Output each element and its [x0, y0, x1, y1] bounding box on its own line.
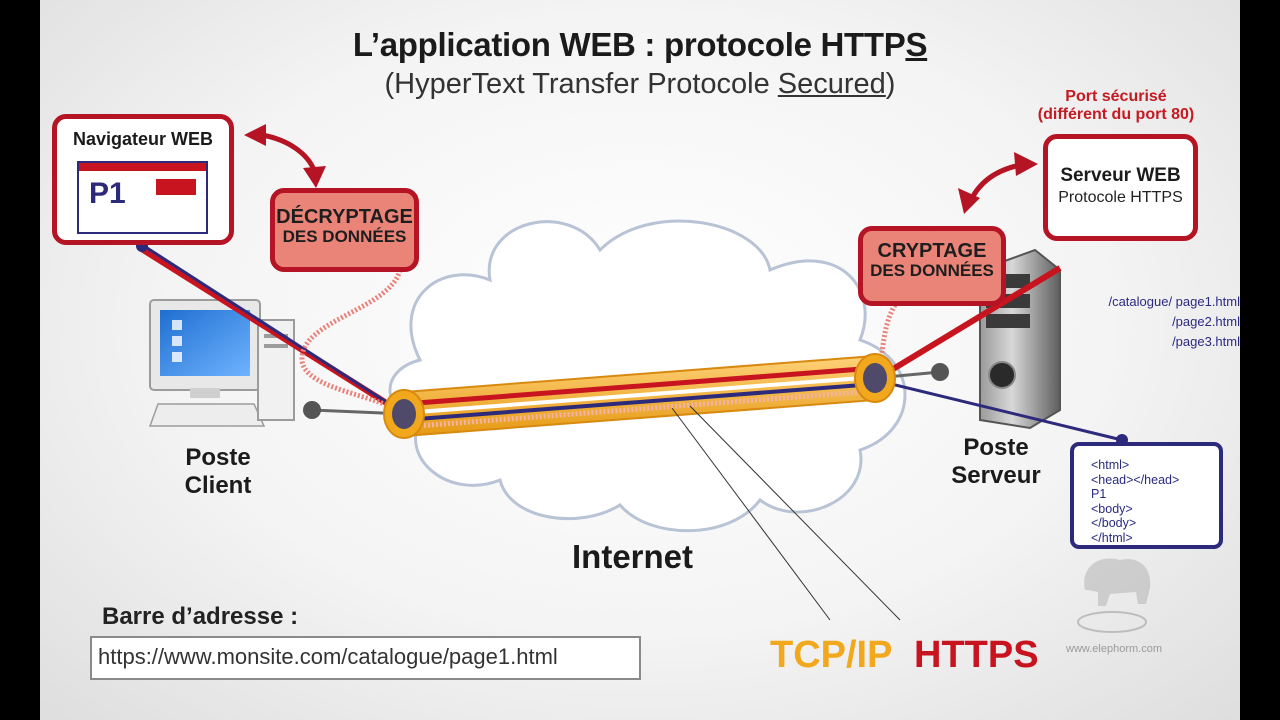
client-node-label-line1: Poste: [185, 444, 251, 471]
diagram-canvas: [136, 124, 1151, 633]
browser-bubble: Navigateur WEB P1: [52, 114, 234, 245]
decrypt-label-line2: DES DONNÉES: [282, 227, 407, 246]
browser-window-icon: P1: [77, 161, 208, 234]
html-source-line: <body>: [1091, 501, 1133, 516]
html-source-box: <html> <head></head> P1 <body> </body> <…: [1070, 442, 1223, 549]
address-bar-field: https://www.monsite.com/catalogue/page1.…: [90, 636, 641, 680]
server-file-path: /catalogue/ page1.html: [1108, 294, 1240, 309]
html-source-line: <head></head>: [1091, 472, 1180, 487]
subtitle-underlined-word: Secured: [777, 68, 886, 100]
browser-label: Navigateur WEB: [72, 129, 214, 149]
elephorm-logo: [1077, 558, 1151, 633]
client-exchange-arrow: [244, 124, 326, 188]
browser-titlebar: [79, 163, 206, 171]
page-title: L’application WEB : protocole HTTPS: [40, 26, 1240, 64]
port-label: Port sécurisé (différent du port 80): [1006, 88, 1226, 125]
server-node-label-line2: Serveur: [951, 462, 1041, 489]
server-link-red: [873, 265, 1062, 383]
port-label-line1: Port sécurisé: [1065, 88, 1167, 105]
secure-tunnel: [383, 353, 896, 439]
decrypt-label-line1: DÉCRYPTAGE: [276, 206, 413, 228]
crypt-bubble: CRYPTAGE DES DONNÉES: [858, 226, 1006, 306]
crypt-connector: [872, 303, 898, 380]
server-exchange-arrow: [958, 152, 1038, 214]
slide: L’application WEB : protocole HTTPS (Hyp…: [40, 0, 1240, 720]
title-text: L’application WEB : protocole HTTP: [352, 26, 906, 63]
server-title: Serveur WEB: [1060, 165, 1181, 186]
address-bar-url: https://www.monsite.com/catalogue/page1.…: [98, 644, 558, 669]
watermark-url: www.elephorm.com: [1066, 643, 1162, 655]
title-underlined-letter: S: [905, 26, 928, 63]
server-node-label-line1: Poste: [963, 434, 1029, 461]
client-computer-icon: [148, 299, 295, 427]
https-pointer-line: [689, 405, 901, 621]
subtitle-text: (HyperText Transfer Protocole: [384, 68, 778, 100]
tcp-ip-label: TCP/IP: [770, 634, 893, 676]
client-cable-end: [303, 401, 321, 419]
crypt-label-line2: DES DONNÉES: [870, 261, 994, 280]
page-subtitle: (HyperText Transfer Protocole Secured): [40, 68, 1240, 101]
browser-content-block: [156, 179, 196, 195]
html-source-line: P1: [1091, 487, 1107, 502]
client-node-label-line2: Client: [184, 472, 252, 499]
subtitle-close: ): [885, 68, 896, 100]
decrypt-bubble: DÉCRYPTAGE DES DONNÉES: [270, 188, 419, 272]
server-protocol: Protocole HTTPS: [1058, 189, 1183, 206]
server-node-label: Poste Serveur: [936, 434, 1056, 490]
crypt-label-line1: CRYPTAGE: [877, 240, 987, 262]
server-cable-end: [931, 363, 949, 381]
html-source-line: </body>: [1091, 516, 1137, 531]
decrypt-connector: [299, 269, 406, 417]
client-link-blue: [143, 244, 409, 418]
server-file-path: /page3.html: [1172, 334, 1240, 349]
server-file-path: /page2.html: [1172, 314, 1240, 329]
html-source-line: <html>: [1091, 458, 1130, 472]
server-bubble: Serveur WEB Protocole HTTPS: [1043, 134, 1198, 241]
client-node-label: Poste Client: [158, 444, 278, 500]
server-file-list: /catalogue/ page1.html /page2.html /page…: [1070, 292, 1240, 352]
server-link-blue: [874, 378, 1123, 442]
tcp-pointer-line: [671, 407, 831, 621]
html-source-line: </html>: [1091, 530, 1133, 545]
https-label: HTTPS: [914, 634, 1039, 676]
port-label-line2: (différent du port 80): [1037, 106, 1195, 124]
internet-label: Internet: [572, 538, 694, 575]
address-bar-label: Barre d’adresse :: [102, 603, 299, 630]
browser-page-label: P1: [89, 177, 126, 210]
